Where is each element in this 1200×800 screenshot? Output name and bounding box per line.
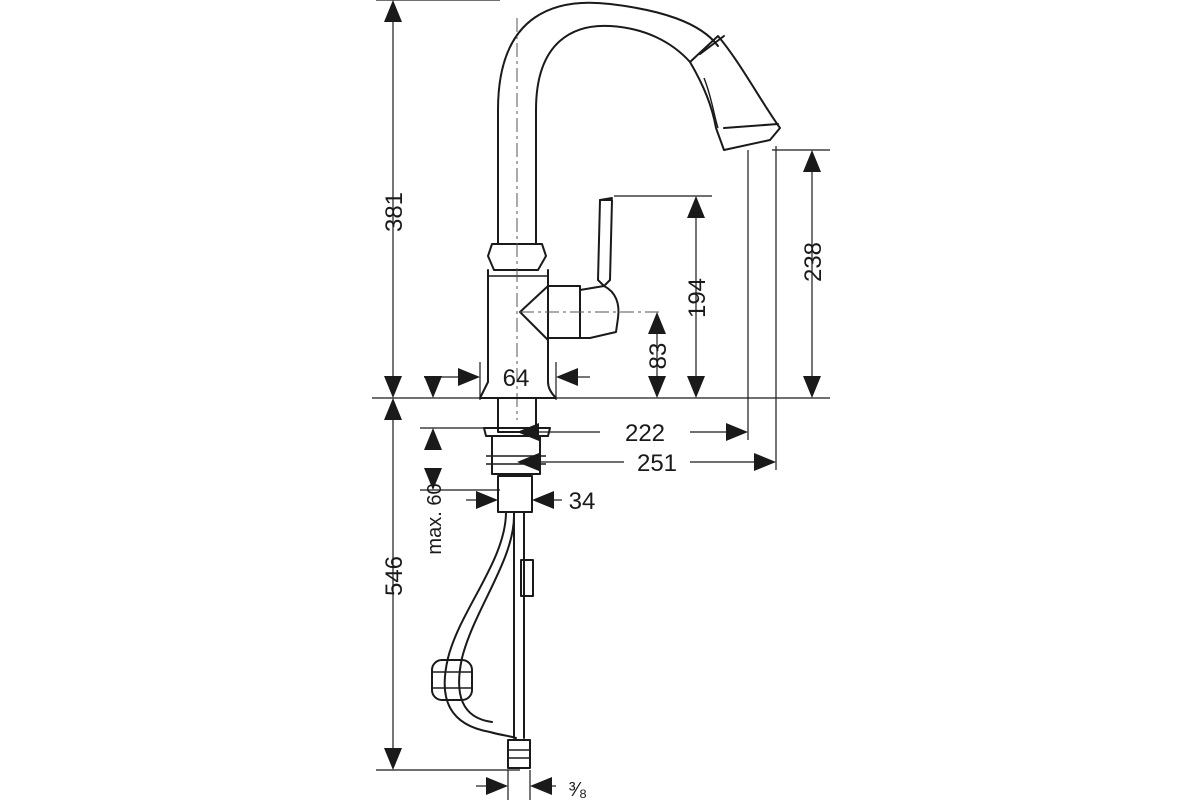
spray-head-ring — [699, 35, 725, 55]
pipe-valve — [520, 559, 534, 597]
lever-tip — [599, 197, 613, 201]
lever-cap — [579, 285, 620, 339]
label-238: 238 — [800, 242, 827, 282]
label-251: 251 — [637, 450, 677, 477]
connection-fitting — [507, 739, 531, 769]
body-collar — [487, 243, 547, 271]
hose-loop-inner — [458, 515, 515, 723]
faucet-body — [479, 1, 781, 420]
dimension-labels: 381 546 238 194 83 max. 60 64 222 251 34… — [381, 192, 827, 800]
mounting-nut — [491, 435, 541, 475]
label-max-60: max. 60 — [424, 483, 446, 554]
lower-sleeve — [497, 475, 533, 513]
label-546: 546 — [381, 556, 408, 596]
label-194: 194 — [684, 278, 711, 318]
dimension-lines — [376, 0, 830, 800]
lever-handle — [597, 199, 613, 287]
label-thread: ³⁄₈ — [569, 779, 587, 800]
label-222: 222 — [625, 420, 665, 447]
spout-outline-outer — [497, 1, 719, 245]
spray-face — [723, 123, 779, 129]
spray-head — [689, 35, 781, 151]
spray-head-shading — [703, 77, 719, 129]
lever-housing — [519, 285, 581, 341]
label-64: 64 — [503, 365, 530, 392]
label-381: 381 — [381, 192, 408, 232]
spout-outline-inner — [535, 24, 691, 245]
label-83: 83 — [645, 343, 672, 370]
hose-weight — [431, 659, 473, 701]
hose-loop-outer — [443, 511, 517, 739]
label-34: 34 — [569, 488, 596, 515]
mounting-assembly — [372, 397, 830, 769]
